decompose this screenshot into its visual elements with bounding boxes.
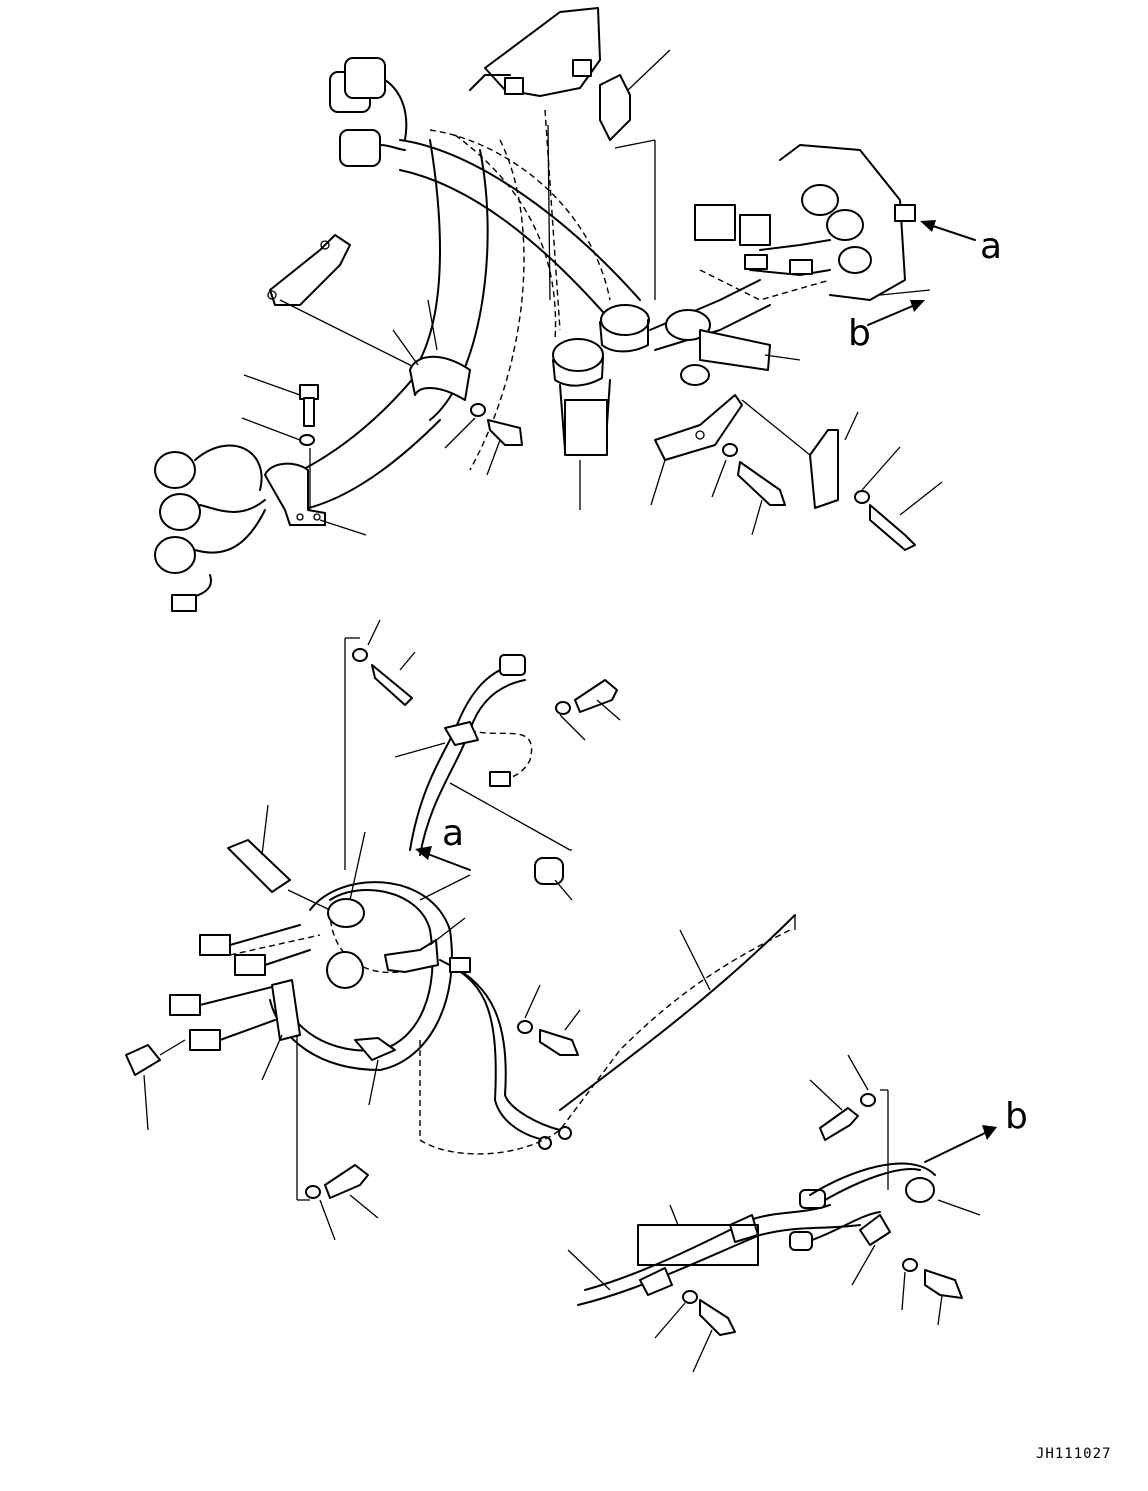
bracket-plate-top bbox=[154, 7, 976, 612]
connector-group-top bbox=[329, 57, 408, 167]
bracket-angle bbox=[267, 234, 351, 306]
connector-cluster-left bbox=[154, 444, 266, 612]
junction-boots bbox=[552, 304, 650, 456]
clip-top bbox=[599, 74, 631, 141]
clamp-right bbox=[809, 429, 839, 509]
bottom-right-assembly bbox=[567, 1054, 997, 1373]
middle-assembly bbox=[125, 619, 796, 1241]
label-a-mid: a bbox=[442, 813, 464, 854]
label-b-bottom: b bbox=[1005, 1096, 1028, 1137]
label-b-top: b bbox=[848, 313, 871, 354]
bolt-left-top bbox=[299, 384, 319, 446]
top-assembly: a b bbox=[125, 7, 1111, 1462]
clamp-upper bbox=[409, 355, 471, 401]
drawing-code: JH111027 bbox=[1036, 1446, 1111, 1462]
connector-panel-right bbox=[694, 144, 916, 301]
washer-bolt-center bbox=[470, 403, 523, 446]
connector-cluster-mid bbox=[169, 924, 321, 1051]
sleeve-tube bbox=[227, 839, 291, 893]
sensor-plug bbox=[125, 1044, 161, 1076]
clamp-lower-left bbox=[264, 462, 326, 526]
washer-bolt-center-bottom bbox=[722, 443, 786, 506]
harness-right-branch bbox=[649, 279, 771, 386]
label-a-top: a bbox=[980, 226, 1002, 267]
